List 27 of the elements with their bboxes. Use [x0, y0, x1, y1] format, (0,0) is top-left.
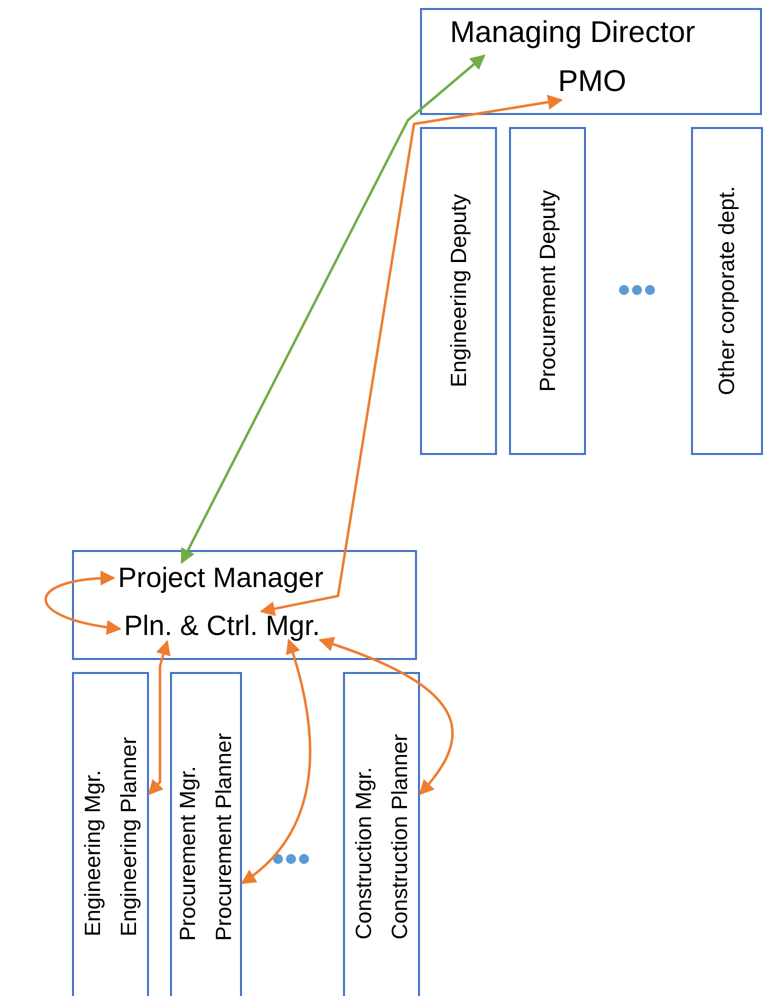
department-box — [420, 127, 497, 455]
double-arrow — [260, 94, 563, 616]
double-arrow — [148, 640, 171, 796]
double-arrow — [44, 571, 122, 634]
role-label: Engineering Deputy — [444, 194, 472, 388]
role-label: Construction Planner — [386, 734, 412, 940]
role-label: Pln. & Ctrl. Mgr. — [124, 612, 320, 640]
org-box — [72, 550, 417, 660]
department-box — [170, 672, 242, 996]
role-label: Procurement Planner — [210, 733, 237, 941]
role-label: Procurement Mgr. — [174, 765, 201, 941]
double-arrow — [318, 637, 454, 796]
department-box — [691, 127, 763, 455]
department-box — [343, 672, 420, 996]
role-label: Managing Director — [450, 18, 696, 48]
department-box — [509, 127, 586, 455]
org-box — [420, 8, 762, 115]
role-label: Other corporate dept. — [713, 186, 740, 396]
role-label: Construction Mgr. — [350, 766, 376, 940]
department-box — [72, 672, 149, 996]
role-label: Engineering Planner — [114, 737, 142, 937]
double-arrow — [240, 638, 312, 884]
role-label: PMO — [558, 67, 626, 97]
role-label: Procurement Deputy — [534, 190, 560, 392]
double-arrow — [180, 54, 486, 564]
role-label: Project Manager — [118, 564, 324, 592]
role-label: Engineering Mgr. — [78, 769, 106, 937]
